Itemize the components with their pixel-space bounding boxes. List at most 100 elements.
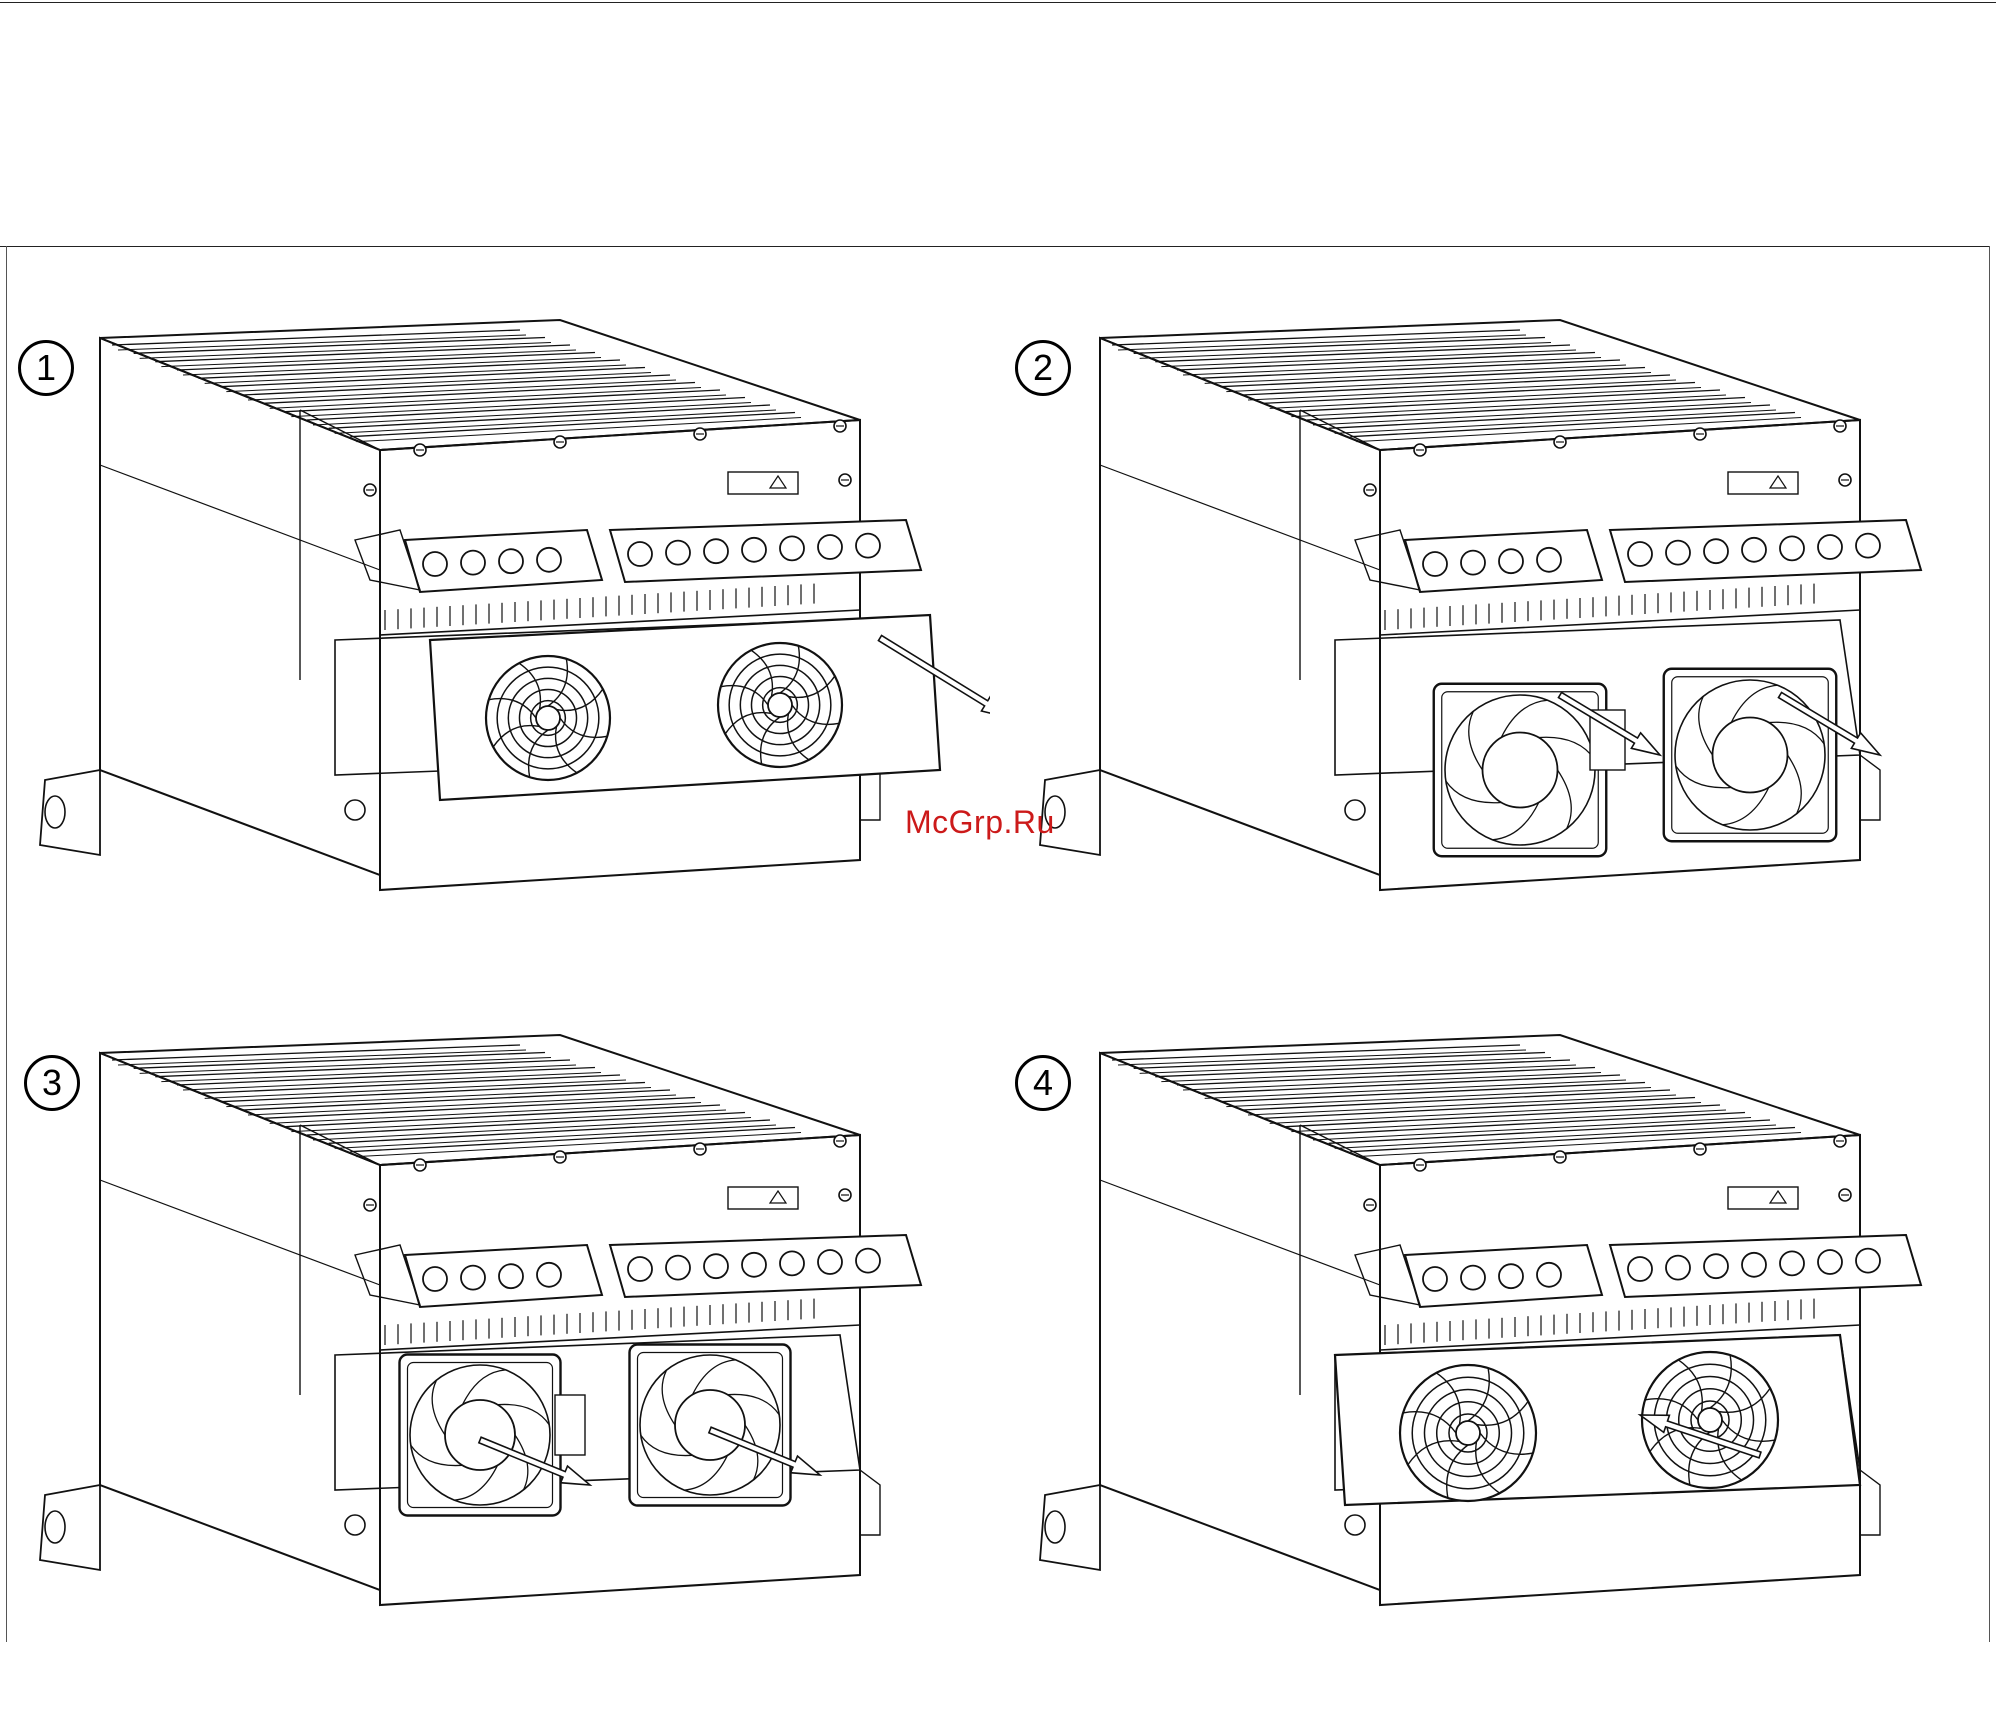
mounting-hole-right [1345, 800, 1365, 820]
heatsink-fin [1285, 1105, 1720, 1127]
terminal-screw [780, 536, 804, 560]
fan-hub [1483, 733, 1558, 808]
terminal-screw [1461, 551, 1485, 575]
terminal-screw [1628, 542, 1652, 566]
watermark-text: McGrp.Ru [905, 804, 1055, 841]
mounting-foot-left [1040, 1485, 1100, 1570]
drive-drawing-4 [1000, 1015, 1990, 1715]
warning-triangle-icon [770, 476, 786, 488]
heatsink-fin [177, 353, 595, 371]
fan-hub [1713, 718, 1788, 793]
heatsink-fin [350, 413, 795, 437]
terminal-screw [1666, 541, 1690, 565]
fan-hub [768, 693, 792, 717]
step-number-2: 2 [1015, 340, 1071, 396]
heatsink-fin [155, 345, 570, 362]
mounting-foot-left [40, 770, 100, 855]
terminal-screw [666, 541, 690, 565]
fan-hub [1698, 1408, 1722, 1432]
terminal-screw [742, 538, 766, 562]
terminal-screw [1856, 1249, 1880, 1273]
terminal-screw [499, 1264, 523, 1288]
terminal-screw [1818, 535, 1842, 559]
top-rule [0, 2, 1996, 3]
heatsink-fin [329, 405, 770, 428]
terminal-screw [1423, 552, 1447, 576]
terminal-screw [537, 548, 561, 572]
heatsink-fin [1177, 353, 1595, 371]
mounting-hole-right [1345, 1515, 1365, 1535]
terminal-screw [1704, 539, 1728, 563]
step-panel-2: 2 [1000, 300, 1990, 1000]
terminal-screw [628, 542, 652, 566]
terminal-screw [1461, 1266, 1485, 1290]
fan-hub [1456, 1421, 1480, 1445]
drive-drawing-3 [0, 1015, 990, 1715]
terminal-screw [666, 1256, 690, 1280]
mounting-hole-right [345, 1515, 365, 1535]
warning-triangle-icon [1770, 476, 1786, 488]
fan-hub [675, 1390, 745, 1460]
terminal-screw [818, 1250, 842, 1274]
heatsink-fin [285, 390, 720, 412]
heatsink-fin [307, 398, 745, 421]
terminal-screw [537, 1263, 561, 1287]
heatsink-fin [329, 1120, 770, 1143]
terminal-screw [1780, 1251, 1804, 1275]
heatsink-fin [177, 1068, 595, 1086]
terminal-screw [499, 549, 523, 573]
terminal-screw [704, 1254, 728, 1278]
heatsink-fin [1307, 398, 1745, 421]
warning-label [728, 1187, 798, 1209]
heatsink-fin [1350, 413, 1795, 437]
terminal-screw [1704, 1254, 1728, 1278]
heatsink-fin [350, 1128, 795, 1152]
step-number-3: 3 [24, 1055, 80, 1111]
terminal-screw [1537, 548, 1561, 572]
terminal-screw [461, 551, 485, 575]
drive-drawing-2 [1000, 300, 1990, 1000]
heatsink-fin [307, 1113, 745, 1136]
terminal-screw [1628, 1257, 1652, 1281]
heatsink-fin [285, 1105, 720, 1127]
heatsink-fin [1307, 1113, 1745, 1136]
fan-connector [555, 1395, 585, 1455]
terminal-screw [856, 534, 880, 558]
terminal-screw [780, 1251, 804, 1275]
terminal-screw [1499, 549, 1523, 573]
mounting-foot-right [1860, 755, 1880, 820]
terminal-screw [1780, 536, 1804, 560]
heatsink-fin [155, 1060, 570, 1077]
terminal-screw [1666, 1256, 1690, 1280]
terminal-screw [742, 1253, 766, 1277]
warning-label [1728, 1187, 1798, 1209]
terminal-screw [628, 1257, 652, 1281]
terminal-screw [461, 1266, 485, 1290]
step-number-1: 1 [18, 340, 74, 396]
warning-triangle-icon [770, 1191, 786, 1203]
drive-drawing-1 [0, 300, 990, 1000]
mounting-foot-right [1860, 1470, 1880, 1535]
terminal-screw [1742, 1253, 1766, 1277]
terminal-screw [1499, 1264, 1523, 1288]
terminal-screw [1537, 1263, 1561, 1287]
terminal-screw [856, 1249, 880, 1273]
fan-hub [536, 706, 560, 730]
terminal-screw [1856, 534, 1880, 558]
terminal-screw [1818, 1250, 1842, 1274]
mounting-hole-right [345, 800, 365, 820]
heatsink-fin [1177, 1068, 1595, 1086]
terminal-screw [423, 552, 447, 576]
terminal-screw [1742, 538, 1766, 562]
heatsink-fin [1350, 1128, 1795, 1152]
warning-label [728, 472, 798, 494]
terminal-screw [423, 1267, 447, 1291]
fan-hub [445, 1400, 515, 1470]
heatsink-fin [1155, 1060, 1570, 1077]
terminal-screw [704, 539, 728, 563]
heatsink-fin [1329, 405, 1770, 428]
step-panel-1: 1 [0, 300, 990, 1000]
step-panel-4: 4 [1000, 1015, 1990, 1715]
step-number-4: 4 [1015, 1055, 1071, 1111]
heatsink-fin [1329, 1120, 1770, 1143]
